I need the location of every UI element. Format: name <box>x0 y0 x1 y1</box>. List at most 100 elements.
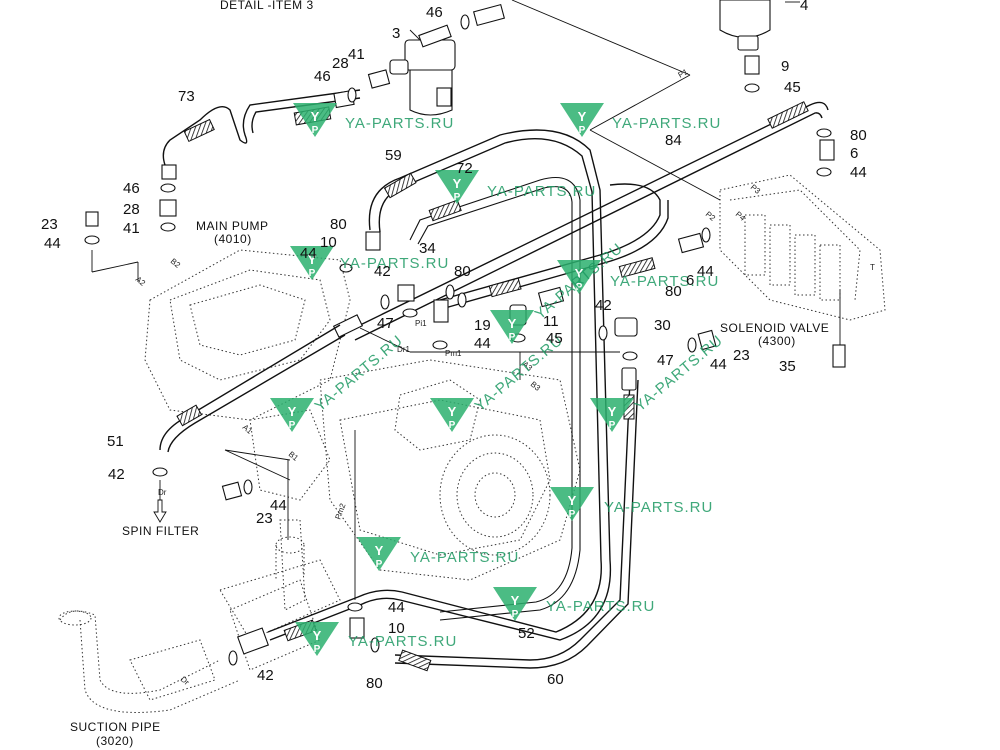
svg-text:44: 44 <box>44 235 61 252</box>
svg-text:23: 23 <box>733 347 750 364</box>
svg-text:84: 84 <box>665 132 682 149</box>
svg-text:Dr1: Dr1 <box>397 345 410 354</box>
hose-72 <box>409 176 581 621</box>
svg-text:80: 80 <box>366 675 383 692</box>
svg-text:4: 4 <box>800 0 808 14</box>
spin-filter-label: SPIN FILTER <box>122 524 199 538</box>
svg-text:Pm1: Pm1 <box>445 349 462 358</box>
svg-text:Dr: Dr <box>158 488 167 497</box>
leader-lines <box>91 0 841 600</box>
svg-text:30: 30 <box>654 317 671 334</box>
svg-text:72: 72 <box>456 160 473 177</box>
svg-text:P2: P2 <box>704 210 718 224</box>
svg-text:51: 51 <box>107 433 124 450</box>
svg-text:P1: P1 <box>677 67 690 80</box>
fittings <box>84 3 846 666</box>
main-pump-label: MAIN PUMP <box>196 219 269 233</box>
svg-text:41: 41 <box>348 46 365 63</box>
svg-text:47: 47 <box>377 315 394 332</box>
svg-text:28: 28 <box>123 201 140 218</box>
svg-text:B2: B2 <box>169 257 183 271</box>
svg-text:60: 60 <box>547 671 564 688</box>
svg-text:B1: B1 <box>287 450 301 464</box>
svg-text:YA-PARTS.RU: YA-PARTS.RU <box>632 332 727 415</box>
svg-text:42: 42 <box>257 667 274 684</box>
main-pump-code: (4010) <box>214 232 252 246</box>
svg-text:47: 47 <box>657 352 674 369</box>
svg-text:35: 35 <box>779 358 796 375</box>
svg-text:YA-PARTS.RU: YA-PARTS.RU <box>340 255 449 272</box>
line-filter <box>389 24 456 116</box>
solenoid-valve-label: SOLENOID VALVE <box>720 321 829 335</box>
solenoid-valve-code: (4300) <box>758 334 796 348</box>
svg-text:A1: A1 <box>241 423 255 437</box>
svg-text:23: 23 <box>41 216 58 233</box>
callout-numbers: 3 4 46 41 28 46 73 9 45 80 6 44 84 59 72… <box>41 0 867 692</box>
svg-text:11: 11 <box>543 313 559 330</box>
svg-text:Pm2: Pm2 <box>333 502 347 521</box>
svg-text:44: 44 <box>474 335 491 352</box>
svg-text:YA-PARTS.RU: YA-PARTS.RU <box>604 499 713 516</box>
svg-text:41: 41 <box>123 220 140 237</box>
svg-text:T: T <box>870 263 875 272</box>
svg-text:42: 42 <box>595 297 612 314</box>
hose-51 <box>159 324 346 453</box>
svg-text:YA-PARTS.RU: YA-PARTS.RU <box>612 115 721 132</box>
svg-text:10: 10 <box>320 234 337 251</box>
svg-text:Pi1: Pi1 <box>415 319 427 328</box>
svg-text:80: 80 <box>665 283 682 300</box>
svg-text:44: 44 <box>388 599 405 616</box>
svg-text:YA-PARTS.RU: YA-PARTS.RU <box>345 115 454 132</box>
svg-text:44: 44 <box>710 356 727 373</box>
svg-text:YA-PARTS.RU: YA-PARTS.RU <box>410 549 519 566</box>
suction-pipe-outline <box>58 536 321 713</box>
svg-text:80: 80 <box>454 263 471 280</box>
main-pump-outline <box>144 249 581 641</box>
svg-text:9: 9 <box>781 58 789 75</box>
svg-text:34: 34 <box>419 240 436 257</box>
svg-text:YA-PARTS.RU: YA-PARTS.RU <box>312 332 407 415</box>
svg-text:44: 44 <box>850 164 867 181</box>
svg-text:YA-PARTS.RU: YA-PARTS.RU <box>487 183 596 200</box>
svg-text:B3: B3 <box>529 380 543 394</box>
svg-text:46: 46 <box>123 180 140 197</box>
svg-text:P4: P4 <box>734 210 748 224</box>
svg-text:45: 45 <box>784 79 801 96</box>
suction-pipe-label: SUCTION PIPE <box>70 720 161 734</box>
svg-text:46: 46 <box>314 68 331 85</box>
svg-text:P3: P3 <box>749 183 763 197</box>
svg-text:23: 23 <box>256 510 273 527</box>
hose-60 <box>394 367 639 672</box>
svg-text:59: 59 <box>385 147 402 164</box>
svg-text:6: 6 <box>686 272 694 289</box>
svg-text:28: 28 <box>332 55 349 72</box>
svg-text:YA-PARTS.RU: YA-PARTS.RU <box>610 273 719 290</box>
svg-text:42: 42 <box>108 466 125 483</box>
suction-pipe-code: (3020) <box>96 734 134 748</box>
svg-text:10: 10 <box>388 620 405 637</box>
svg-text:YA-PARTS.RU: YA-PARTS.RU <box>348 633 457 650</box>
svg-text:A2: A2 <box>134 275 148 289</box>
svg-text:44: 44 <box>270 497 287 514</box>
svg-text:44: 44 <box>697 263 714 280</box>
filter-bowl-item4 <box>719 0 771 51</box>
svg-text:80: 80 <box>330 216 347 233</box>
svg-text:3: 3 <box>392 25 400 42</box>
svg-text:80: 80 <box>850 127 867 144</box>
watermarks: YA-PARTS.RU YA-PARTS.RU YA-PARTS.RU YA-P… <box>270 103 726 656</box>
svg-text:YA-PARTS.RU: YA-PARTS.RU <box>546 598 655 615</box>
svg-text:6: 6 <box>850 145 858 162</box>
hose-84 <box>332 101 829 341</box>
hose-52 <box>439 183 669 309</box>
detail-label: DETAIL -ITEM 3 <box>220 0 314 12</box>
solenoid-valve-block <box>719 174 886 321</box>
svg-text:73: 73 <box>178 88 195 105</box>
svg-text:45: 45 <box>546 330 563 347</box>
svg-text:42: 42 <box>374 263 391 280</box>
svg-text:Dr: Dr <box>179 675 192 688</box>
svg-text:44: 44 <box>300 245 317 262</box>
svg-text:46: 46 <box>426 4 443 21</box>
svg-text:52: 52 <box>518 625 535 642</box>
svg-text:19: 19 <box>474 317 491 334</box>
